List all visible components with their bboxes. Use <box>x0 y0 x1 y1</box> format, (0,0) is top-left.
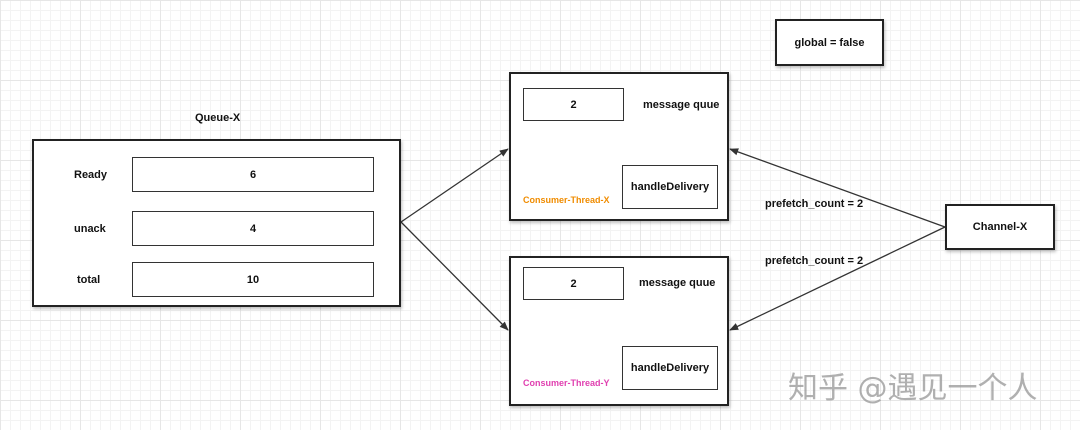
consumer-y-queue-label: message quue <box>639 277 716 289</box>
watermark: 知乎 @遇见一个人 <box>788 371 1038 406</box>
global-flag-box: global = false <box>775 19 884 66</box>
prefetch-label-y: prefetch_count = 2 <box>765 255 864 267</box>
queue-row-value-total: 10 <box>132 262 374 297</box>
queue-row-label-ready: Ready <box>74 169 108 181</box>
consumer-y-handler: handleDelivery <box>622 346 718 390</box>
consumer-y-count: 2 <box>523 267 624 300</box>
queue-row-label-total: total <box>77 274 101 286</box>
arrow-queue-to-consumer-x <box>400 148 509 223</box>
queue-row-value-ready: 6 <box>132 157 374 192</box>
consumer-y-name: Consumer-Thread-Y <box>523 378 610 388</box>
consumer-thread-y-box: 2 message quue handleDelivery Consumer-T… <box>509 256 729 406</box>
consumer-x-queue-label: message quue <box>643 99 720 111</box>
consumer-x-count: 2 <box>523 88 624 121</box>
arrow-channel-to-consumer-y <box>729 226 946 331</box>
channel-label: Channel-X <box>972 221 1028 233</box>
channel-box: Channel-X <box>945 204 1055 250</box>
consumer-x-handler: handleDelivery <box>622 165 718 209</box>
consumer-thread-x-box: 2 message quue handleDelivery Consumer-T… <box>509 72 729 221</box>
queue-title: Queue-X <box>195 112 241 124</box>
queue-box: Ready 6 unack 4 total 10 <box>32 139 401 307</box>
queue-row-value-unack: 4 <box>132 211 374 246</box>
prefetch-label-x: prefetch_count = 2 <box>765 198 864 210</box>
queue-row-label-unack: unack <box>74 223 106 235</box>
arrow-channel-to-consumer-x <box>729 148 946 228</box>
consumer-x-name: Consumer-Thread-X <box>523 195 610 205</box>
arrow-queue-to-consumer-y <box>400 221 509 331</box>
global-flag-text: global = false <box>794 36 865 49</box>
